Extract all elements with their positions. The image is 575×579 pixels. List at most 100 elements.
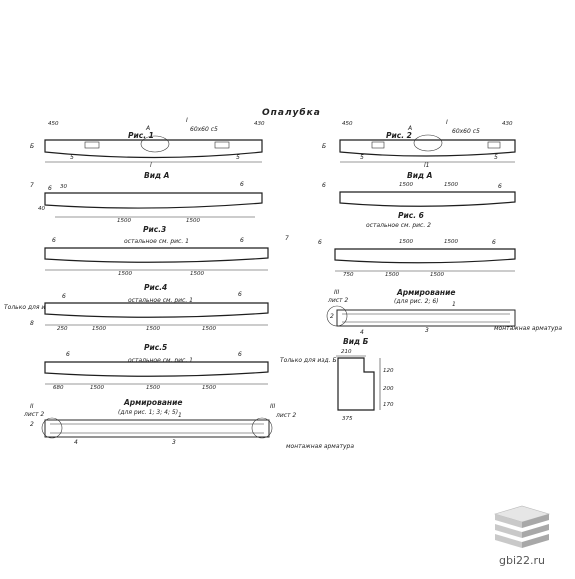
fig4-dim-1500c: 1500 [202,326,216,332]
figure-2: Рис. 2 А I 60x60 с5 450 430 Б 5 5 l1 [322,119,516,169]
fig1-dim-l: l [150,162,152,169]
figure-5: Рис.5 остальное см. рис. 1 Только для из… [44,343,337,391]
fig5-only-b: Только для изд. Б [280,357,337,364]
fig6-dim-750: 750 [343,272,354,278]
fig4-marker-6: 6 [62,293,66,300]
figure-4: Рис.4 остальное см. рис. 1 Только для из… [4,283,269,332]
view-a-left-dim-30: 30 [60,184,67,190]
fig2-zone: 60x60 с5 [452,128,480,135]
fig5-dim-680: 680 [53,385,64,391]
fig3-marker-6b: 6 [240,237,244,244]
title-opalubka: Опалубка [262,107,321,118]
view-a-left-dim-40: 40 [38,206,45,212]
reinf-right-sub: (для рис. 2; 6) [394,298,439,305]
figure-6: 6 6 1500 1500 750 1500 1500 [318,239,516,278]
fig1-callout-i: I [186,117,188,124]
view-a-right-marker-6b: 6 [498,183,502,190]
fig5-marker-6b: 6 [238,351,242,358]
fig5-label: Рис.5 [144,343,167,352]
reinf-right-detail-circle [251,417,273,439]
fig5-marker-6: 6 [66,351,70,358]
fig3-rest: остальное см. рис. 1 [124,238,189,245]
fig5-dim-1500b: 1500 [146,385,160,391]
view-b: Вид Б 210 120 200 170 375 [336,337,394,422]
reinf-right-n3: 3 [425,327,429,334]
fig4-dim-250: 250 [57,326,68,332]
view-a-right-dim-1500b: 1500 [444,182,458,188]
reinf-right-sheet: лист 2 [275,412,296,419]
fig1-hatch-left [84,141,100,149]
reinf-left-roman: II [30,403,34,410]
stacked-slabs-logo-icon [493,505,551,548]
fig6-marker-6b: 6 [492,239,496,246]
fig6-rest: остальное см. рис. 2 [366,222,431,229]
reinf-right-outline [336,309,516,327]
fig1-label: Рис. 1 [128,131,154,140]
reinf-right-n2: 2 [330,313,334,320]
view-a-left: Вид А 7 6 6 30 40 1500 1500 [30,171,263,224]
view-a-right-beam [339,191,516,207]
fig1-dim-430: 430 [254,121,265,127]
view-a-left-marker-6b: 6 [240,181,244,188]
fig2-hatch-right [487,141,501,149]
fig1-marker-b: Б [30,143,34,150]
reinf-right-detail-circle [326,305,348,327]
view-a-left-marker-6: 6 [48,185,52,192]
view-a-left-marker-7: 7 [30,182,34,189]
fig2-detail-circle [413,134,443,152]
figure-1: Рис. 1 А I 60x60 с5 450 430 Б 5 5 l [30,117,265,169]
fig4-dim-1500a: 1500 [92,326,106,332]
reinf-left-n1: 1 [178,412,182,419]
view-b-dim-120: 120 [383,368,394,374]
reinf-left-sub: (для рис. 1; 3; 4; 5) [118,409,178,416]
view-a-right-marker-6: 6 [322,182,326,189]
reinf-left-detail-circle [41,417,63,439]
fig6-dim-1500d: 1500 [430,272,444,278]
fig6-marker-6: 6 [318,239,322,246]
fig5-dim-1500c: 1500 [202,385,216,391]
reinf-left-mount: монтажная арматура [286,443,354,450]
fig3-marker-6: 6 [52,237,56,244]
fig4-dim-1500b: 1500 [146,326,160,332]
fig2-label: Рис. 2 [386,131,412,140]
reinf-left-title: Армирование [123,398,182,407]
fig2-dim-l1: l1 [424,162,429,169]
reinf-left-sheet: лист 2 [23,411,44,418]
fig5-dim-1500a: 1500 [90,385,104,391]
fig1-hatch-right [214,141,230,149]
view-a-right: Вид А 6 6 1500 1500 Рис. 6 остальное см.… [322,171,516,229]
view-b-label: Вид Б [343,337,369,346]
reinforcement-right: Армирование (для рис. 2; 6) III лист 2 1… [326,288,562,336]
fig1-marker-5b: 5 [236,154,240,161]
fig4-only-a: Только для изд. А [4,304,61,311]
fig3-beam [44,247,269,263]
watermark-site: gbi22.ru [498,554,545,567]
reinf-left-n2: 2 [30,421,34,428]
fig1-beam [44,139,263,159]
fig2-callout-i: I [446,119,448,126]
fig2-marker-5b: 5 [494,154,498,161]
fig1-marker-5a: 5 [70,154,74,161]
reinf-right-roman-iii: III [334,289,340,296]
reinf-left-n4: 4 [74,439,78,446]
view-a-right-dim-1500a: 1500 [399,182,413,188]
reinf-right-sheet-c: лист 2 [327,297,348,304]
reinf-right-n4: 4 [360,329,364,336]
watermark: gbi22.ru [477,502,567,567]
view-a-right-label: Вид А [407,171,433,180]
fig3-dim-1500b: 1500 [190,271,204,277]
fig1-zone: 60x60 с5 [190,126,218,133]
fig4-marker-8: 8 [30,320,34,327]
fig5-beam [44,361,269,377]
fig6-dim-1500c: 1500 [385,272,399,278]
fig4-marker-6b: 6 [238,291,242,298]
view-b-section [337,357,375,411]
fig2-marker-a: А [407,125,412,132]
fig6-dim-1500a: 1500 [399,239,413,245]
view-b-dim-210: 210 [341,349,352,355]
fig1-marker-a: А [145,125,150,132]
reinf-left-outline [44,419,270,438]
fig2-dim-430: 430 [502,121,513,127]
fig3-label: Рис.3 [143,225,166,234]
